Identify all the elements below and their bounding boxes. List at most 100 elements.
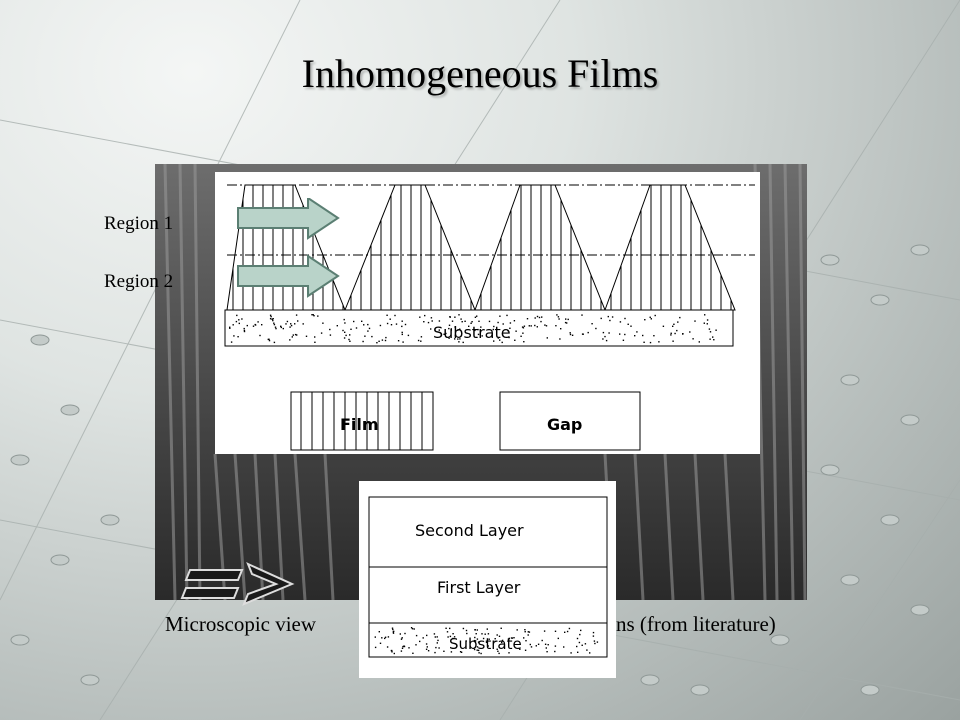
substrate-speckle	[586, 649, 588, 651]
substrate-rect	[224, 309, 734, 347]
substrate-speckle	[534, 317, 536, 319]
substrate-speckle	[271, 318, 273, 320]
substrate-speckle	[417, 339, 420, 342]
substrate-speckle	[389, 318, 391, 320]
substrate-speckle	[605, 339, 608, 342]
substrate-speckle	[524, 629, 526, 631]
substrate-speckle	[289, 339, 291, 341]
substrate-speckle	[436, 636, 438, 638]
substrate-speckle	[508, 639, 510, 641]
slide-title: Inhomogeneous Films	[301, 51, 659, 96]
substrate-speckle	[496, 648, 498, 650]
substrate-speckle	[509, 327, 511, 329]
substrate-speckle	[454, 316, 456, 318]
substrate-speckle	[566, 322, 568, 324]
substrate-speckle	[677, 321, 679, 323]
substrate-speckle	[706, 319, 709, 321]
substrate-speckle	[411, 628, 414, 630]
substrate-speckle	[413, 628, 415, 630]
substrate-speckle	[412, 652, 414, 654]
substrate-speckle	[400, 638, 403, 640]
legend-film-box	[290, 391, 434, 451]
substrate-speckle	[379, 324, 382, 327]
substrate-speckle	[344, 331, 346, 333]
substrate-speckle	[524, 631, 526, 633]
substrate-speckle	[546, 651, 548, 653]
substrate-speckle	[627, 323, 629, 325]
substrate-speckle	[534, 324, 536, 327]
substrate-speckle	[294, 323, 296, 325]
substrate-speckle	[497, 337, 499, 339]
substrate-speckle	[379, 642, 382, 644]
substrate-speckle	[329, 328, 331, 331]
substrate-speckle	[289, 326, 291, 328]
substrate-speckle	[642, 334, 644, 337]
substrate-speckle	[384, 637, 386, 640]
substrate-speckle	[484, 633, 486, 635]
substrate-speckle	[423, 321, 425, 323]
substrate-speckle	[424, 314, 426, 317]
substrate-speckle	[473, 639, 476, 642]
substrate-speckle	[391, 627, 394, 629]
substrate-speckle	[556, 314, 558, 316]
region2-label: Region 2	[104, 271, 174, 292]
substrate-speckle	[471, 321, 473, 323]
substrate-speckle	[454, 326, 456, 328]
substrate-speckle	[345, 334, 347, 337]
substrate-speckle	[420, 336, 423, 338]
substrate-speckle	[476, 629, 478, 631]
substrate-speckle	[480, 326, 482, 328]
substrate-speckle	[390, 649, 393, 652]
substrate-speckle	[399, 633, 401, 635]
substrate-speckle	[525, 640, 527, 642]
substrate-speckle	[494, 638, 496, 640]
substrate-speckle	[676, 329, 678, 332]
substrate-speckle	[314, 336, 316, 338]
substrate-speckle	[367, 330, 369, 332]
substrate-speckle	[391, 651, 393, 653]
substrate-speckle	[401, 320, 403, 322]
substrate-speckle	[419, 640, 421, 643]
substrate-speckle	[243, 330, 246, 333]
substrate-speckle	[662, 325, 665, 327]
substrate-speckle	[445, 627, 447, 629]
substrate-speckle	[453, 636, 456, 638]
second-layer-rect	[368, 496, 608, 568]
substrate-speckle	[712, 336, 714, 338]
substrate-speckle	[353, 320, 355, 323]
substrate-speckle	[419, 316, 421, 318]
substrate-speckle	[408, 647, 410, 649]
substrate-speckle	[291, 336, 293, 338]
substrate-speckle	[682, 333, 684, 335]
substrate-speckle	[523, 325, 526, 327]
substrate-speckle	[458, 341, 460, 343]
substrate-speckle	[434, 636, 436, 638]
substrate-speckle	[349, 334, 351, 336]
substrate-speckle	[461, 321, 463, 323]
substrate-speckle	[538, 316, 541, 319]
substrate-speckle	[544, 324, 546, 326]
substrate-speckle	[650, 318, 652, 320]
substrate-speckle	[374, 646, 377, 649]
substrate-speckle	[348, 338, 350, 341]
substrate-speckle	[280, 326, 282, 329]
bottom-substrate-label: Substrate	[449, 635, 522, 653]
substrate-speckle	[580, 629, 582, 632]
substrate-speckle	[438, 320, 441, 322]
substrate-speckle	[540, 320, 542, 323]
substrate-speckle	[474, 636, 476, 639]
substrate-speckle	[437, 639, 439, 642]
substrate-speckle	[543, 630, 546, 632]
substrate-speckle	[238, 322, 240, 325]
substrate-speckle	[243, 329, 246, 332]
substrate-speckle	[426, 634, 428, 637]
substrate-speckle	[607, 315, 609, 318]
substrate-speckle	[654, 314, 656, 317]
substrate-speckle	[363, 324, 365, 326]
substrate-speckle	[649, 341, 652, 344]
substrate-speckle	[541, 639, 543, 642]
substrate-speckle	[454, 334, 457, 337]
substrate-speckle	[672, 340, 674, 342]
substrate-speckle	[482, 637, 485, 640]
substrate-speckle	[422, 637, 424, 639]
